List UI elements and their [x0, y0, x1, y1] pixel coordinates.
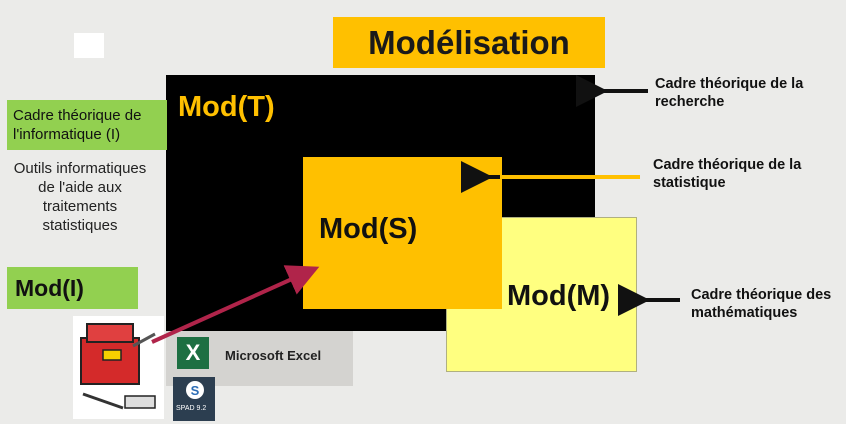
excel-icon: X: [177, 337, 209, 369]
mod-m-label: Mod(M): [507, 280, 611, 312]
informatics-frame-label: Cadre théorique de l'informatique (I): [7, 100, 167, 150]
mod-t-label: Mod(T): [178, 91, 275, 123]
spad-label: SPAD 9.2: [176, 405, 207, 412]
mod-s-label: Mod(S): [319, 213, 418, 245]
spad-logo-letter: S: [186, 381, 204, 399]
mod-i-label: Mod(I): [7, 267, 138, 309]
white-square: [74, 33, 104, 58]
label-research: Cadre théorique de la recherche: [655, 76, 804, 110]
arrow-tools-to-stats: [151, 265, 320, 344]
label-mathematics-text: Cadre théorique des mathématiques: [691, 287, 832, 321]
tools-description: Outils informatiques de l'aide aux trait…: [13, 160, 147, 234]
page-title: Modélisation: [333, 17, 605, 68]
label-mathematics: Cadre théorique des mathématiques: [691, 286, 841, 322]
label-statistics: Cadre théorique de la statistique: [653, 157, 802, 191]
toolbox-icon: [73, 316, 164, 419]
excel-label: Microsoft Excel: [225, 348, 322, 363]
